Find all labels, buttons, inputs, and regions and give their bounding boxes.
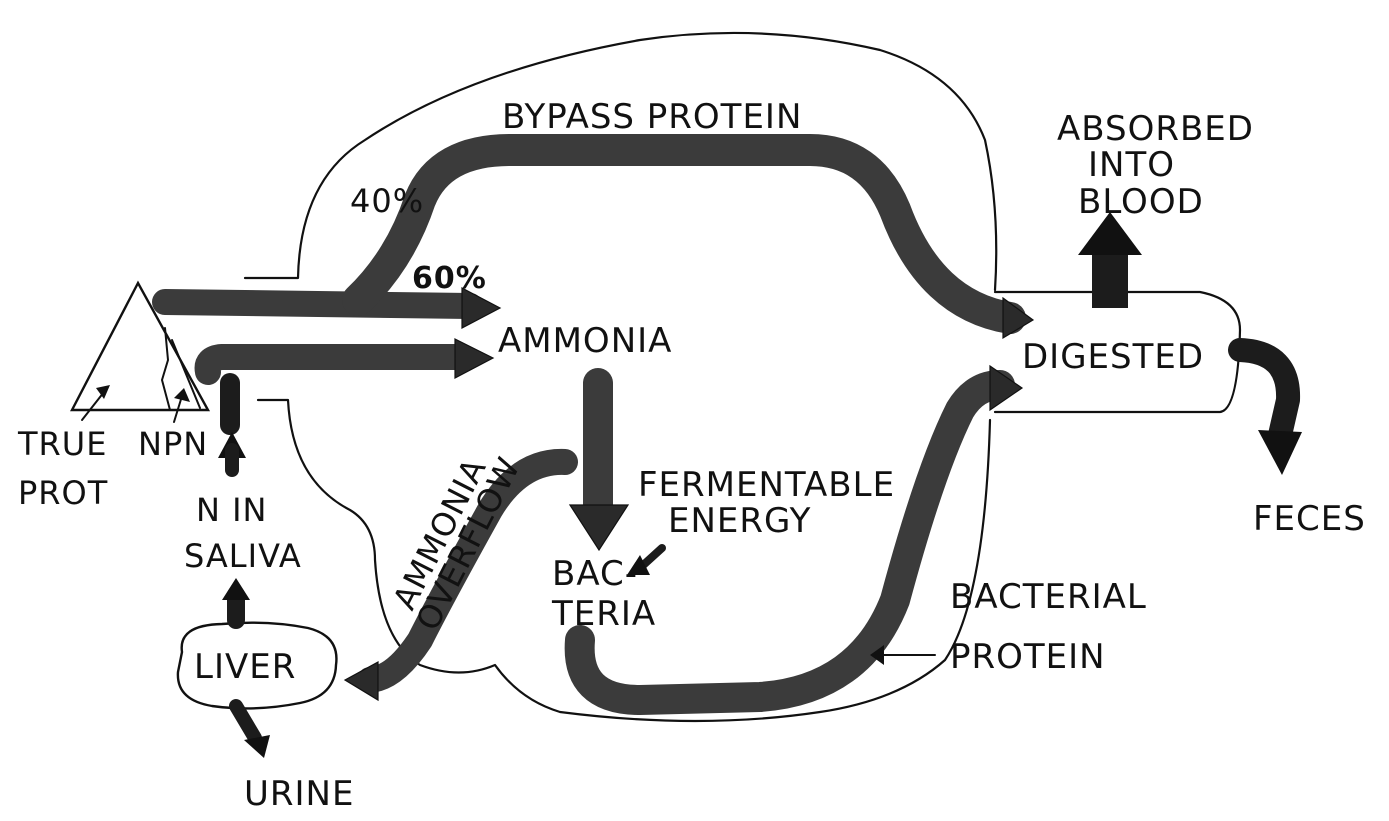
true-prot-pointer [82,392,104,420]
pct-40-label: 40% [350,182,424,220]
n-in-saliva-label-2: SALIVA [184,537,302,575]
fermentable-energy-label-1: FERMENTABLE [638,465,895,505]
npn-label: NPN [138,425,208,463]
ammonia-overflow-head [345,662,378,700]
absorbed-label-1: ABSORBED [1057,109,1254,149]
ammonia-to-bacteria-head [570,505,628,550]
bypass-arrowhead [1003,298,1033,338]
digested-label: DIGESTED [1022,337,1204,377]
absorbed-label-3: BLOOD [1078,182,1204,222]
liver-to-urine-band [236,706,255,738]
liver-to-saliva-head [222,578,250,600]
feces-head [1258,430,1302,475]
npn-arrowhead [455,339,493,378]
liver-label: LIVER [194,647,296,687]
bypass-protein-label: BYPASS PROTEIN [502,97,802,137]
pct-60-label: 60% [412,261,487,296]
npn-band [208,357,460,372]
absorbed-label-2: INTO [1088,145,1175,185]
bacterial-protein-band [580,385,1000,700]
bacterial-protein-label-1: BACTERIAL [950,577,1147,617]
true-prot-label-2: PROT [18,474,108,512]
feces-band [1240,350,1288,435]
fermentable-energy-label-2: ENERGY [668,501,811,541]
true-prot-label-1: TRUE [17,425,107,463]
ammonia-label: AMMONIA [498,321,672,361]
npn-pointer-head [174,388,190,402]
n-in-saliva-label-1: N IN [196,491,267,529]
urine-label: URINE [244,774,354,814]
bacteria-label-1: BAC- [552,554,638,594]
feces-label: FECES [1253,499,1366,539]
bacteria-label-2: TERIA [551,594,656,634]
bacterial-protein-label-2: PROTEIN [950,637,1106,677]
true-protein-band [165,302,470,306]
absorbed-stem [1092,252,1128,308]
true-prot-pointer-head [96,385,110,399]
